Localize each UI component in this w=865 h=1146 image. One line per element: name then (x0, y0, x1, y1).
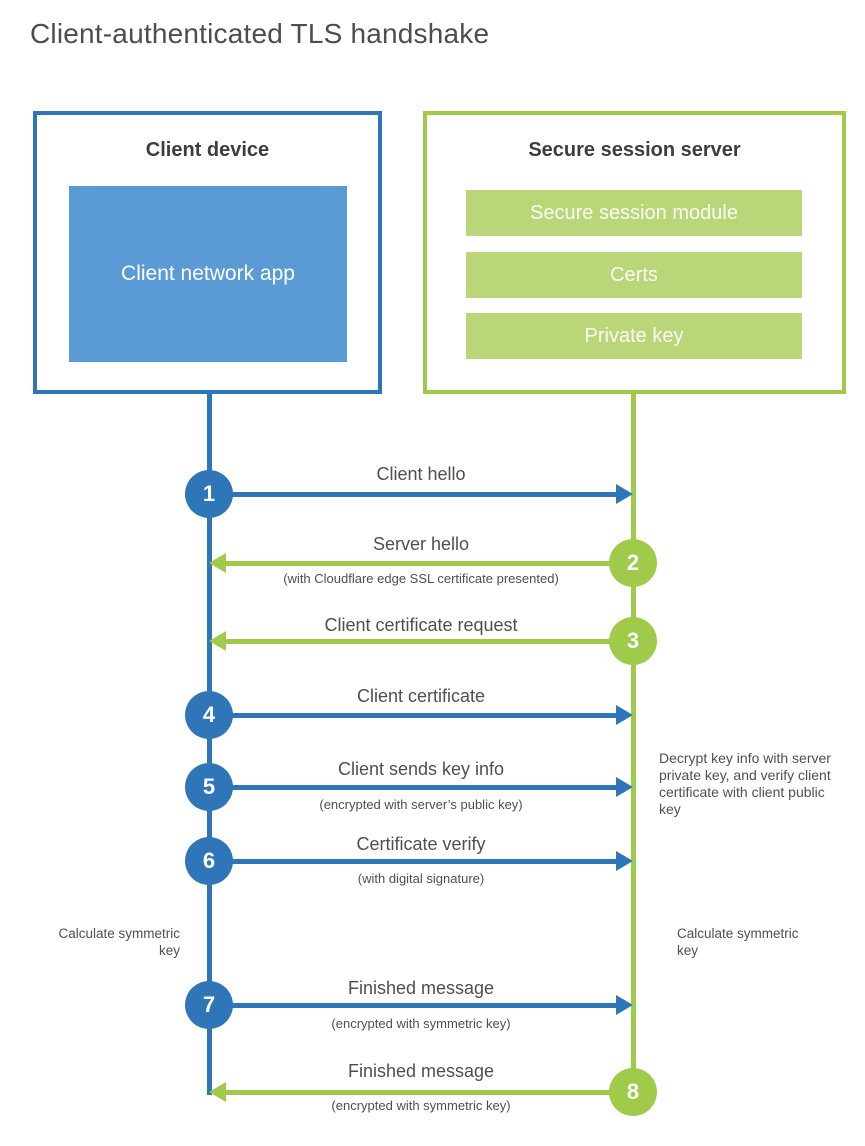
step-8-arrow-line (226, 1090, 633, 1095)
step-3-label: Client certificate request (324, 615, 518, 635)
server-module-secure-session: Secure session module (466, 190, 802, 236)
step-1-label: Client hello (376, 464, 466, 484)
step-5-arrow-line (209, 785, 616, 790)
step-3-circle: 3 (609, 617, 657, 665)
step-8-circle: 8 (609, 1068, 657, 1116)
step-4-arrowhead-right-icon (616, 705, 633, 725)
calculate-symmetric-key-server-note: Calculate symmetric key (677, 926, 799, 958)
step-7-sublabel: (encrypted with symmetric key) (331, 1016, 511, 1031)
step-2-sublabel: (with Cloudflare edge SSL certificate pr… (283, 571, 559, 586)
calculate-symmetric-key-client-note: Calculate symmetric key (58, 926, 180, 958)
step-1-arrowhead-right-icon (616, 484, 633, 504)
step-4-arrow-line (209, 713, 616, 718)
step-7-label: Finished message (347, 978, 495, 998)
step-6-sublabel: (with digital signature) (357, 871, 485, 886)
step-3-arrowhead-left-icon (209, 631, 226, 651)
step-2-arrow-line (226, 561, 633, 566)
server-module-certs: Certs (466, 252, 802, 298)
step-2-arrowhead-left-icon (209, 553, 226, 573)
step-7-arrowhead-right-icon (616, 995, 633, 1015)
server-module-private-key: Private key (466, 313, 802, 359)
step-4-circle: 4 (185, 691, 233, 739)
client-lifeline (207, 394, 212, 1095)
step-8-sublabel: (encrypted with symmetric key) (331, 1098, 511, 1113)
step-2-label: Server hello (372, 534, 470, 554)
step-5-label: Client sends key info (337, 759, 505, 779)
client-device-title: Client device (145, 139, 270, 161)
secure-session-server-title: Secure session server (528, 139, 741, 161)
step-5-sublabel: (encrypted with server’s public key) (319, 797, 523, 812)
step-1-circle: 1 (185, 470, 233, 518)
step-3-arrow-line (226, 639, 633, 644)
step-8-arrowhead-left-icon (209, 1082, 226, 1102)
step-6-arrow-line (209, 859, 616, 864)
step-5-circle: 5 (185, 763, 233, 811)
step-7-arrow-line (209, 1003, 616, 1008)
step-2-circle: 2 (609, 539, 657, 587)
step-5-arrowhead-right-icon (616, 777, 633, 797)
step-8-label: Finished message (347, 1061, 495, 1081)
server-lifeline (631, 394, 636, 1092)
step-6-label: Certificate verify (356, 834, 486, 854)
server-side-note: Decrypt key info with server private key… (659, 750, 831, 817)
step-7-circle: 7 (185, 981, 233, 1029)
step-6-circle: 6 (185, 837, 233, 885)
step-4-label: Client certificate (356, 686, 486, 706)
client-network-app-box: Client network app (69, 186, 347, 362)
page-title: Client-authenticated TLS handshake (30, 18, 490, 49)
step-1-arrow-line (209, 492, 616, 497)
step-6-arrowhead-right-icon (616, 851, 633, 871)
